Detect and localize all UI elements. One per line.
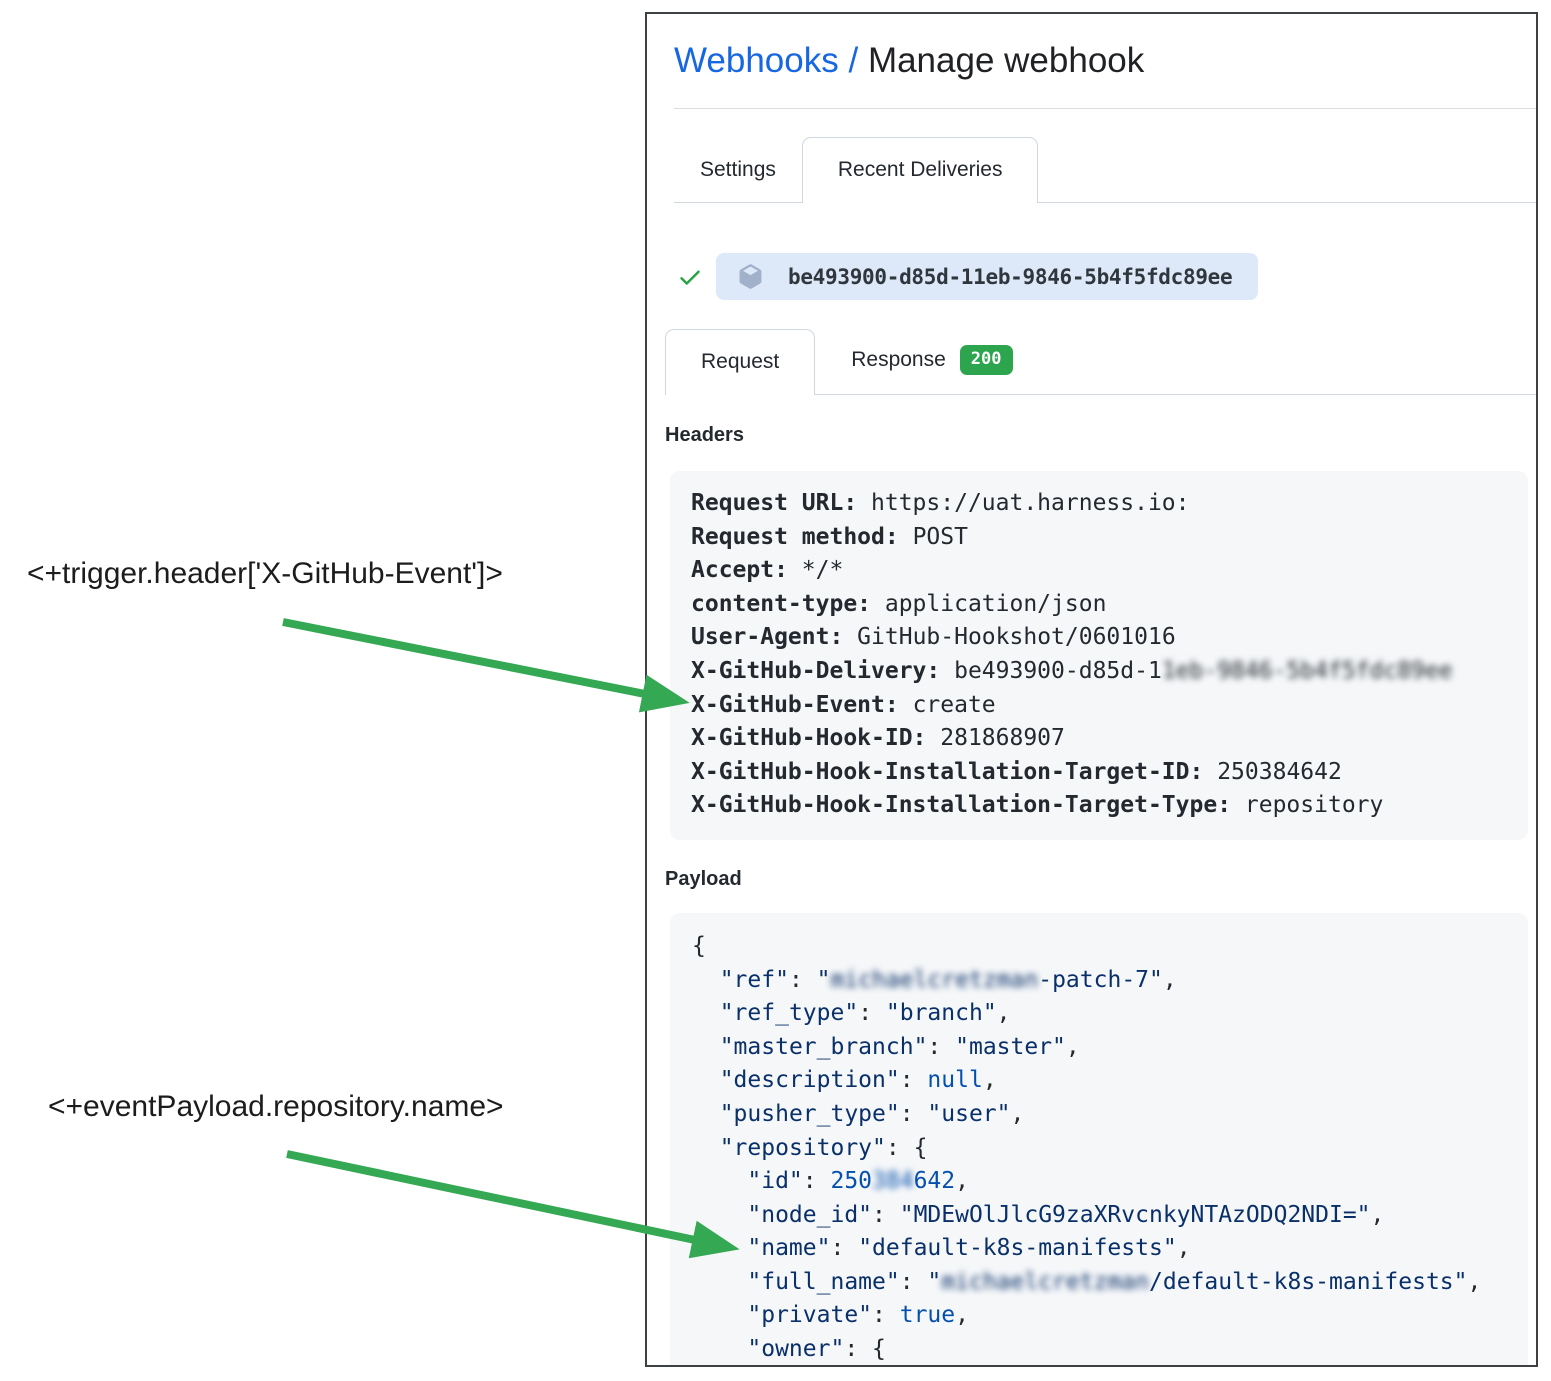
payload-line: "full_name": "michaelcretzman/default-k8… xyxy=(747,1268,1482,1295)
tab-response[interactable]: Response 200 xyxy=(815,326,1038,394)
payload-line: { xyxy=(692,932,706,959)
header-line: X-GitHub-Hook-ID: 281868907 xyxy=(691,725,1065,752)
header-line: content-type: application/json xyxy=(691,590,1107,617)
header-line: X-GitHub-Delivery: be493900-d85d-11eb-98… xyxy=(691,657,1453,684)
breadcrumb: Webhooks / Manage webhook xyxy=(674,40,1509,82)
payload-line: "pusher_type": "user", xyxy=(719,1100,1025,1127)
header-line: X-GitHub-Hook-Installation-Target-Type: … xyxy=(691,792,1384,819)
header-line: X-GitHub-Hook-Installation-Target-ID: 25… xyxy=(691,758,1342,785)
breadcrumb-webhooks-link[interactable]: Webhooks xyxy=(674,41,839,80)
request-response-tabs: Request Response 200 xyxy=(665,326,1536,395)
delivery-row: be493900-d85d-11eb-9846-5b4f5fdc89ee xyxy=(677,253,1536,300)
response-status-badge: 200 xyxy=(959,345,1013,375)
header-line: Request URL: https://uat.harness.io: xyxy=(691,490,1190,516)
payload-line: "node_id": "MDEwOlJlcG9zaXRvcnkyNTAzODQ2… xyxy=(747,1201,1385,1228)
delivery-pill[interactable]: be493900-d85d-11eb-9846-5b4f5fdc89ee xyxy=(716,253,1259,300)
payload-section-label: Payload xyxy=(665,867,742,890)
success-check-icon xyxy=(677,264,703,290)
breadcrumb-separator xyxy=(839,41,849,80)
payload-line: "owner": { xyxy=(747,1336,886,1363)
header-line: User-Agent: GitHub-Hookshot/0601016 xyxy=(691,624,1176,651)
payload-line: "id": 250384642, xyxy=(747,1168,969,1195)
package-icon xyxy=(738,264,763,289)
payload-line: "repository": { xyxy=(719,1134,928,1161)
annotation-trigger-header-expression: <+trigger.header['X-GitHub-Event']> xyxy=(27,557,503,590)
delivery-guid: be493900-d85d-11eb-9846-5b4f5fdc89ee xyxy=(788,264,1233,289)
headers-section-label: Headers xyxy=(665,424,744,446)
header-line: X-GitHub-Event: create xyxy=(691,691,996,718)
payload-line: "name": "default-k8s-manifests", xyxy=(747,1235,1191,1262)
arrow-to-repository-name-field xyxy=(286,1150,740,1259)
payload-line: "master_branch": "master", xyxy=(719,1033,1080,1060)
header-line: Accept: */* xyxy=(691,557,844,584)
header-line: Request method: POST xyxy=(691,523,968,550)
payload-line: "ref_type": "branch", xyxy=(719,1000,1011,1027)
title-divider xyxy=(674,108,1536,109)
payload-line: "ref": "michaelcretzman-patch-7", xyxy=(719,966,1177,993)
annotation-payload-repo-name-expression: <+eventPayload.repository.name> xyxy=(48,1090,504,1123)
payload-code: { "ref": "michaelcretzman-patch-7", "ref… xyxy=(670,912,1528,1365)
arrow-to-github-event-header xyxy=(282,618,690,713)
manage-webhook-panel: Webhooks / Manage webhook Settings Recen… xyxy=(645,12,1538,1367)
tab-response-label: Response xyxy=(851,348,946,371)
headers-code: Request URL: https://uat.harness.io: Requ… xyxy=(670,471,1528,840)
tab-recent-deliveries[interactable]: Recent Deliveries xyxy=(801,137,1039,203)
page-title: Manage webhook xyxy=(867,41,1145,80)
breadcrumb-slash: / xyxy=(848,41,859,80)
tab-settings[interactable]: Settings xyxy=(700,158,776,181)
payload-line: "description": null, xyxy=(719,1067,997,1094)
main-tabs: Settings Recent Deliveries xyxy=(674,137,1536,203)
tab-request[interactable]: Request xyxy=(665,329,816,395)
payload-line: "private": true, xyxy=(747,1302,969,1329)
